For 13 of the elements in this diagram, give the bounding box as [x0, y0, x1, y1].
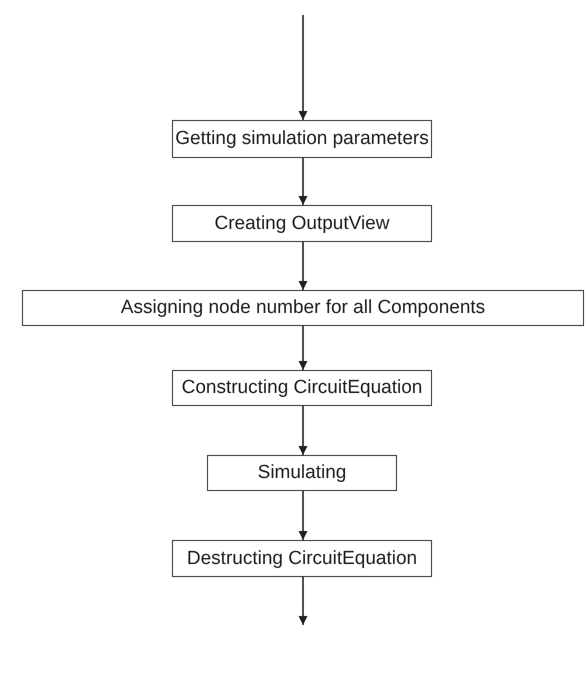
arrow: [298, 406, 308, 455]
process-box: Constructing CircuitEquation: [172, 370, 432, 406]
arrow: [298, 326, 308, 370]
process-box: Creating OutputView: [172, 205, 432, 242]
process-box: Getting simulation parameters: [172, 120, 432, 158]
process-box: Assigning node number for all Components: [22, 290, 584, 326]
process-box: Simulating: [207, 455, 397, 491]
process-box: Destructing CircuitEquation: [172, 540, 432, 577]
arrow: [298, 15, 308, 120]
arrow: [298, 158, 308, 205]
arrow: [298, 577, 308, 625]
arrow: [298, 242, 308, 290]
arrow: [298, 491, 308, 540]
